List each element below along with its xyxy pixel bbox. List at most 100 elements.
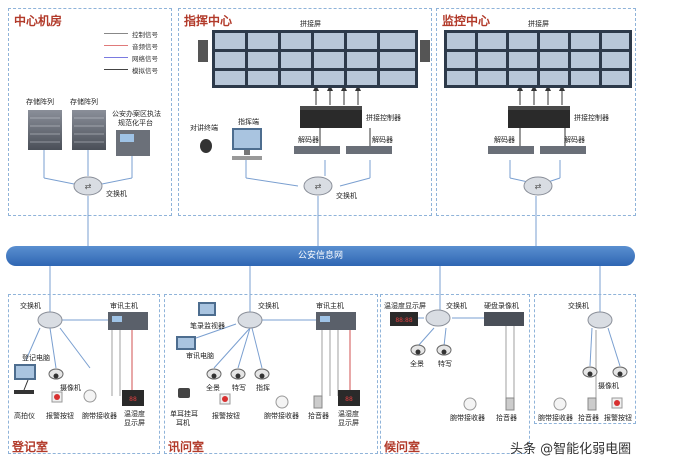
zone-label-command: 指挥中心 <box>184 14 233 28</box>
label-cam-close: 特写 <box>232 384 246 392</box>
legend-swatch-network <box>104 57 128 58</box>
switch-icon <box>587 311 613 329</box>
label-switch-waiting: 交换机 <box>446 302 467 310</box>
alarm-button-icon <box>219 393 231 405</box>
camera-icon <box>612 366 628 378</box>
label-wall-monitor: 拼接屏 <box>528 20 549 28</box>
label-host-interrogation: 审讯主机 <box>316 302 344 310</box>
label-digitizer-1: 公安办案区执法 <box>112 110 161 118</box>
zone-waiting <box>380 294 530 454</box>
speaker-right-icon <box>420 40 430 62</box>
label-alarm-extra: 报警按钮 <box>604 414 632 422</box>
legend-swatch-analog <box>104 69 128 70</box>
switch-icon: ⇄ <box>523 176 553 196</box>
label-decoder-monitor-1: 解码器 <box>494 136 515 144</box>
wristband-receiver-icon <box>553 397 567 411</box>
decoder-monitor-1 <box>488 146 534 154</box>
zone-label-monitor: 监控中心 <box>442 14 491 28</box>
label-wall-command: 拼接屏 <box>300 20 321 28</box>
label-camera-extra: 摄像机 <box>598 382 619 390</box>
label-command-terminal: 指挥端 <box>238 118 259 126</box>
label-registration-pc: 登记电脑 <box>22 354 50 362</box>
label-pickup-waiting: 拾音器 <box>496 414 517 422</box>
zone-label-waiting: 候问室 <box>384 440 421 454</box>
network-lines <box>25 150 621 369</box>
label-pickup-interrogation: 拾音器 <box>308 412 329 420</box>
label-alarm-interrogation: 报警按钮 <box>212 412 240 420</box>
svg-text:⇄: ⇄ <box>535 182 542 191</box>
label-digitizer-2: 规范化平台 <box>118 119 153 127</box>
label-cam-close-waiting: 特写 <box>438 360 452 368</box>
interrogation-pc-icon <box>176 336 196 350</box>
interrogation-host-main <box>316 312 356 330</box>
storage-array-1 <box>28 110 62 150</box>
wall-controller-command <box>300 106 362 128</box>
watermark: 头条 @智能化弱电圈 <box>510 442 632 457</box>
label-storage-1: 存储阵列 <box>26 98 54 106</box>
storage-array-2 <box>72 110 106 150</box>
bus-label: 公安信息网 <box>297 251 343 261</box>
label-recorder: 硬盘录像机 <box>484 302 519 310</box>
temp-humidity-display-icon: 88 <box>338 390 360 406</box>
label-switch-extra: 交换机 <box>568 302 589 310</box>
output-arrows <box>313 85 565 105</box>
decoder-command-2 <box>346 146 392 154</box>
label-decoder-command-2: 解码器 <box>372 136 393 144</box>
digitizer-unit <box>116 130 150 156</box>
label-storage-2: 存储阵列 <box>70 98 98 106</box>
camera-icon <box>48 368 64 380</box>
registration-pc-icon <box>14 364 36 380</box>
switch-icon <box>425 309 451 327</box>
label-controller-command: 拼接控制器 <box>366 114 401 122</box>
label-alarm-register: 报警按钮 <box>46 412 74 420</box>
video-wall-command <box>212 30 418 88</box>
label-display-interrogation-2: 显示屏 <box>338 419 359 427</box>
label-switch-command: 交换机 <box>336 192 357 200</box>
label-transcript-monitor: 笔录监视器 <box>190 322 225 330</box>
svg-text:88: 88 <box>129 396 137 403</box>
label-display-interrogation-1: 温湿度 <box>338 410 359 418</box>
svg-text:88:88: 88:88 <box>395 317 412 324</box>
legend-label-analog: 模拟信号 <box>132 67 158 75</box>
switch-icon <box>237 311 263 329</box>
label-switch-center: 交换机 <box>106 190 127 198</box>
headset-icon <box>178 388 190 398</box>
label-host-register: 审讯主机 <box>110 302 138 310</box>
wristband-receiver-icon <box>83 389 97 403</box>
label-camera-register: 摄像机 <box>60 384 81 392</box>
svg-text:88: 88 <box>345 396 353 403</box>
wall-controller-monitor <box>508 106 570 128</box>
label-display-waiting: 温湿度显示屏 <box>384 302 426 310</box>
camera-icon <box>436 344 452 356</box>
sound-pickup-icon <box>587 397 597 411</box>
label-cam-pano-waiting: 全景 <box>410 360 424 368</box>
label-controller-monitor: 拼接控制器 <box>574 114 609 122</box>
legend-label-control: 控制信号 <box>132 31 158 39</box>
decoder-links <box>319 128 566 146</box>
intercom-icon <box>200 139 212 153</box>
hard-disk-recorder <box>484 312 524 326</box>
switch-icon: ⇄ <box>303 176 333 196</box>
label-decoder-command-1: 解码器 <box>298 136 319 144</box>
label-receiver-extra: 腕带接收器 <box>538 414 573 422</box>
legend-label-audio: 音频信号 <box>132 43 158 51</box>
zone-label-center: 中心机房 <box>14 14 63 28</box>
svg-text:⇄: ⇄ <box>315 182 322 191</box>
label-scanner: 高拍仪 <box>14 412 35 420</box>
label-receiver-register: 腕带接收器 <box>82 412 117 420</box>
zone-interrogation <box>164 294 378 454</box>
label-receiver-interrogation: 腕带接收器 <box>264 412 299 420</box>
label-decoder-monitor-2: 解码器 <box>564 136 585 144</box>
camera-icon <box>206 368 222 380</box>
command-terminal-icon <box>232 128 262 160</box>
audio-lines <box>131 330 351 390</box>
camera-icon <box>410 344 426 356</box>
temp-humidity-display-icon: 88 <box>122 390 144 406</box>
svg-text:⇄: ⇄ <box>85 182 92 191</box>
zone-command <box>178 8 432 216</box>
document-scanner-icon <box>14 379 34 394</box>
label-pickup-extra: 拾音器 <box>578 414 599 422</box>
label-headset-2: 耳机 <box>176 419 190 427</box>
zone-center <box>8 8 172 216</box>
